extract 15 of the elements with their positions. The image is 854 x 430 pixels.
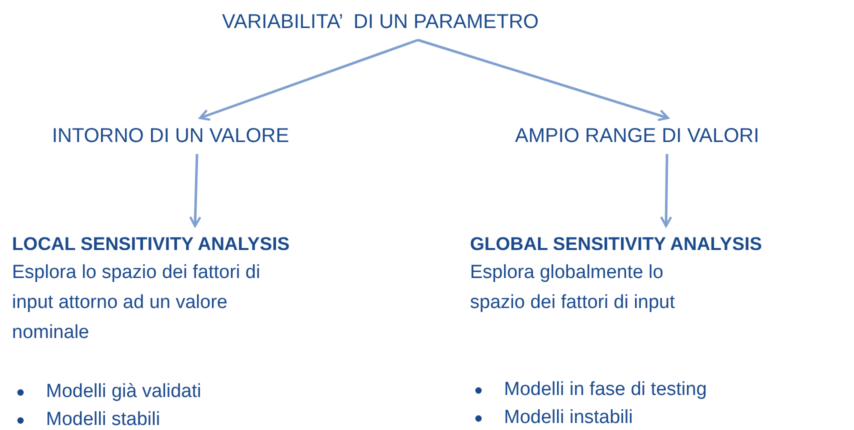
bullet-text: Modelli in fase di testing [504, 379, 707, 400]
section-heading: LOCAL SENSITIVITY ANALYSIS [12, 232, 291, 256]
bullet-text: Modelli stabili [46, 409, 160, 430]
branch-label: INTORNO DI UN VALORE [52, 124, 290, 148]
bullet-text: Modelli già validati [46, 381, 202, 402]
arrow [418, 38, 670, 122]
root-label: VARIABILITA’ DI UN PARAMETRO [222, 10, 539, 34]
description-text: Esplora lo spazio dei fattori di input attorno ad un valore nominale [12, 261, 262, 345]
arrow [660, 154, 672, 228]
section-heading: GLOBAL SENSITIVITY ANALYSIS [470, 232, 763, 256]
description-text: Esplora globalmente lo spazio dei fattori di input [470, 261, 676, 315]
arrow [198, 38, 418, 121]
arrow [189, 154, 202, 228]
bullet-text: Modelli instabili [504, 407, 633, 428]
branch-label: AMPIO RANGE DI VALORI [515, 124, 760, 148]
